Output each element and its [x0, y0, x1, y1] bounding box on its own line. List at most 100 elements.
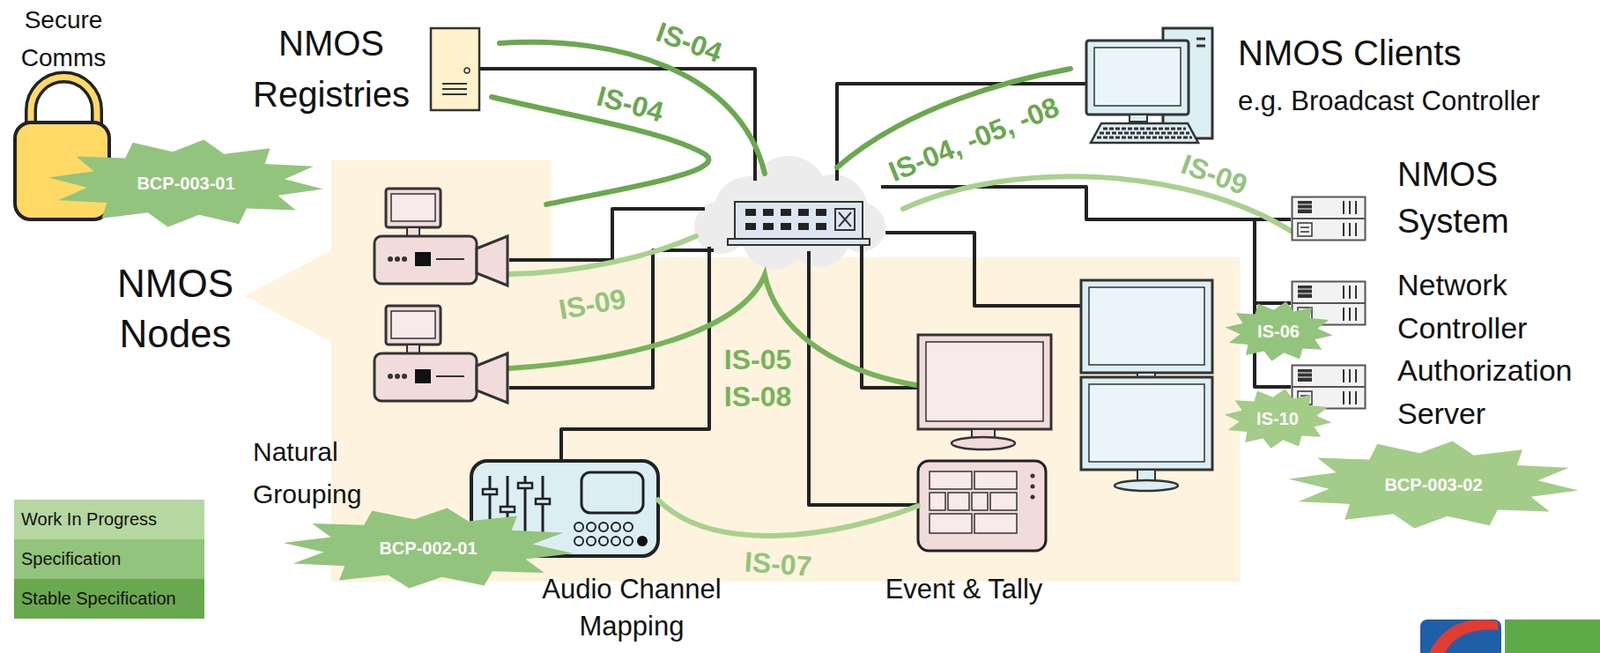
vendor-logo: [1504, 619, 1600, 653]
vendor-logo: [1429, 619, 1498, 653]
client-computer: [1196, 37, 1206, 41]
badge-text: IS-06: [1257, 320, 1300, 342]
audio-mixer: [518, 482, 533, 489]
audio-mixer: [599, 522, 608, 532]
client-computer: [1086, 28, 1213, 143]
audio-mixer: [586, 522, 596, 532]
network-switch: [798, 222, 809, 230]
node-label: Network Controller: [1397, 263, 1587, 351]
audio-mixer: [574, 522, 633, 546]
note-label: Natural Grouping: [252, 430, 430, 516]
network-switch: [762, 222, 774, 230]
tally-panel: [918, 460, 1046, 551]
network-switch: [780, 208, 792, 216]
spec-line: [509, 236, 697, 275]
dual-monitor: [1081, 280, 1213, 373]
registry-server: [442, 82, 467, 85]
legend-swatch: Work In Progress: [14, 499, 205, 540]
legend-swatch: Stable Specification: [14, 578, 205, 619]
starburst-shape: [48, 139, 323, 227]
tally-node: Event & Tally: [918, 460, 1046, 551]
spec-label: IS-08: [724, 382, 792, 411]
network-cable: [479, 68, 1291, 505]
starburst-shape: [282, 507, 573, 588]
client-computer: [1090, 123, 1199, 143]
legend-swatch: Specification: [14, 539, 205, 579]
tally-panel: [974, 471, 1017, 489]
client-computer: [1103, 127, 1186, 131]
spec-badge: BCP-002-01: [280, 505, 577, 591]
badge-text: IS-10: [1256, 407, 1299, 430]
audio-mixer: [574, 522, 584, 532]
network-switch: [734, 201, 863, 241]
pink-monitor: [918, 334, 1052, 430]
registry-server: [464, 67, 470, 74]
audio-mixer: [574, 536, 584, 546]
starburst-shape: [1223, 388, 1332, 448]
network-cable: [861, 237, 919, 388]
pink-monitor: [951, 437, 1015, 450]
node-label: NMOS Registries: [243, 17, 420, 120]
node-label: Secure Comms: [1, 0, 126, 78]
network-cable: [561, 246, 710, 461]
network-switch: [745, 208, 827, 230]
network-cloud: [694, 155, 886, 270]
vendor-logo: [1420, 619, 1502, 653]
tally-panel: [971, 492, 988, 511]
network-switch: [838, 212, 852, 227]
dual-monitor: [1088, 287, 1205, 365]
network-switch: [815, 222, 827, 230]
client-computer: [1086, 40, 1189, 115]
mixer-node: Audio Channel Mapping: [471, 460, 659, 556]
badge-text: BCP-002-01: [378, 537, 477, 559]
audio-mixer: [599, 536, 608, 546]
camera: [374, 305, 508, 403]
legend-text: Specification: [14, 539, 205, 579]
registry-server: [430, 28, 480, 111]
tally-panel: [990, 492, 1017, 511]
dual-monitor: [1114, 480, 1178, 491]
audio-mixer: [581, 472, 644, 513]
tally-panel: [929, 471, 1017, 534]
audio-mixer: [623, 522, 633, 532]
spec-connector: [658, 499, 919, 536]
wip-badge: BCP-003-02: [1285, 438, 1582, 531]
audio-mixer: [482, 488, 497, 495]
connector-label: IS-07: [743, 547, 814, 580]
client-computer: [1094, 47, 1181, 106]
network-switch: [745, 208, 756, 216]
network-cable: [808, 251, 919, 505]
pink-monitor: [925, 341, 1044, 422]
rack-unit: [1292, 197, 1366, 241]
node-label: NMOS Clients: [1237, 31, 1591, 75]
dual-monitor: [1088, 384, 1205, 462]
network-switch: [815, 208, 827, 216]
network-switch: [727, 238, 870, 245]
node-label: Event & Tally: [858, 572, 1070, 608]
network-cable: [885, 232, 1082, 306]
audio-mixer: [586, 536, 596, 546]
tally-panel: [929, 492, 946, 511]
network-switch: [727, 201, 870, 245]
dual-monitor: [1137, 469, 1156, 481]
registry-server: [430, 28, 480, 111]
network-switch: [835, 208, 855, 230]
network-switch: [745, 222, 756, 230]
network-switch: [798, 208, 809, 216]
tally-panel: [929, 513, 972, 534]
node-label: NMOS System: [1397, 151, 1539, 245]
client-computer: [1196, 44, 1206, 48]
spec-line: [491, 42, 1291, 386]
audio-mixer: [535, 498, 550, 504]
tally-panel: [918, 460, 1046, 551]
spec-badge: BCP-003-01: [45, 137, 326, 230]
tally-panel: [974, 513, 1017, 534]
legend-text: Stable Specification: [14, 578, 205, 619]
group-label: NMOS Nodes: [109, 255, 242, 362]
spec-line: [491, 96, 709, 205]
network-switch: [780, 222, 792, 230]
registry-node: NMOS Registries: [430, 28, 480, 111]
vendor-logo: [1420, 619, 1600, 653]
client-computer: [1129, 114, 1148, 122]
registry-server: [442, 88, 467, 90]
